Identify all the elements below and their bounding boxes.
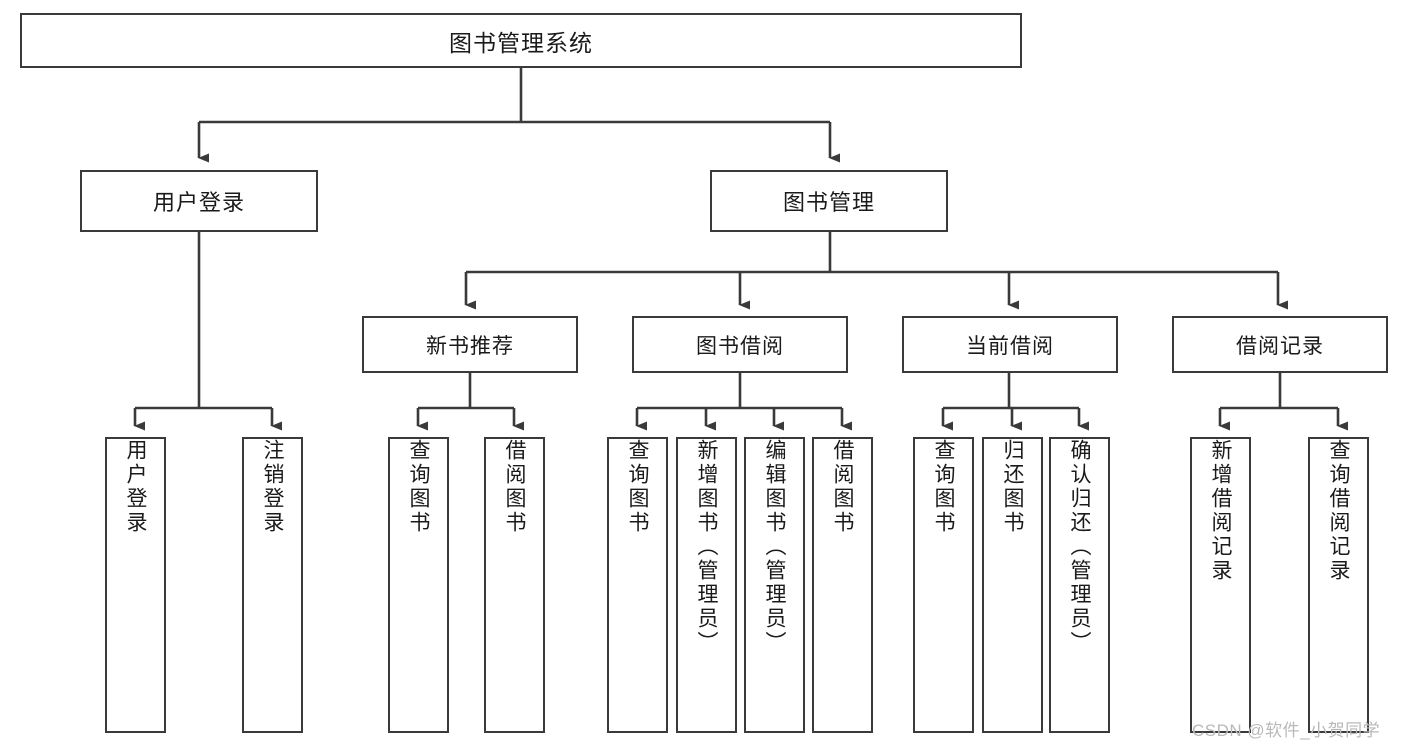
leaf-user-login[interactable]: 用户登录 (105, 437, 166, 733)
leaf-query-book-borrow[interactable]: 查询图书 (607, 437, 668, 733)
leaf-edit-book-admin[interactable]: 编辑图书（管理员） (744, 437, 805, 733)
node-current-borrow[interactable]: 当前借阅 (902, 316, 1118, 373)
node-current-borrow-label: 当前借阅 (966, 334, 1054, 358)
leaf-query-book-current[interactable]: 查询图书 (913, 437, 974, 733)
node-new-book-recommend-label: 新书推荐 (426, 334, 514, 358)
leaf-query-book-recommend[interactable]: 查询图书 (388, 437, 449, 733)
leaf-logout[interactable]: 注销登录 (242, 437, 303, 733)
leaf-add-borrow-record[interactable]: 新增借阅记录 (1190, 437, 1251, 733)
node-borrow-record-label: 借阅记录 (1236, 334, 1324, 358)
leaf-query-book-recommend-label: 查询图书 (407, 439, 430, 535)
node-root-label: 图书管理系统 (449, 29, 593, 56)
leaf-add-book-admin-label: 新增图书（管理员） (695, 439, 718, 655)
node-new-book-recommend[interactable]: 新书推荐 (362, 316, 578, 373)
node-book-borrow-label: 图书借阅 (696, 334, 784, 358)
leaf-query-book-current-label: 查询图书 (932, 439, 955, 535)
leaf-confirm-return-admin-label: 确认归还（管理员） (1068, 439, 1091, 655)
leaf-add-book-admin[interactable]: 新增图书（管理员） (676, 437, 737, 733)
leaf-confirm-return-admin[interactable]: 确认归还（管理员） (1049, 437, 1110, 733)
node-book-borrow[interactable]: 图书借阅 (632, 316, 848, 373)
leaf-add-borrow-record-label: 新增借阅记录 (1209, 439, 1232, 583)
leaf-edit-book-admin-label: 编辑图书（管理员） (763, 439, 786, 655)
leaf-borrow-book-label: 借阅图书 (831, 439, 854, 535)
node-book-management-label: 图书管理 (782, 190, 875, 215)
csdn-watermark: CSDN @软件_小贺同学 (1192, 721, 1381, 740)
leaf-query-borrow-record[interactable]: 查询借阅记录 (1308, 437, 1369, 733)
leaf-borrow-book-recommend-label: 借阅图书 (503, 439, 526, 535)
node-user-login[interactable]: 用户登录 (80, 170, 318, 232)
leaf-borrow-book-recommend[interactable]: 借阅图书 (484, 437, 545, 733)
node-root[interactable]: 图书管理系统 (20, 13, 1022, 68)
leaf-logout-label: 注销登录 (261, 439, 284, 535)
leaf-query-borrow-record-label: 查询借阅记录 (1327, 439, 1350, 583)
node-user-login-label: 用户登录 (152, 190, 245, 215)
leaf-user-login-label: 用户登录 (124, 439, 147, 535)
node-borrow-record[interactable]: 借阅记录 (1172, 316, 1388, 373)
leaf-borrow-book[interactable]: 借阅图书 (812, 437, 873, 733)
leaf-return-book[interactable]: 归还图书 (982, 437, 1043, 733)
leaf-return-book-label: 归还图书 (1001, 439, 1024, 535)
leaf-query-book-borrow-label: 查询图书 (626, 439, 649, 535)
node-book-management[interactable]: 图书管理 (710, 170, 948, 232)
